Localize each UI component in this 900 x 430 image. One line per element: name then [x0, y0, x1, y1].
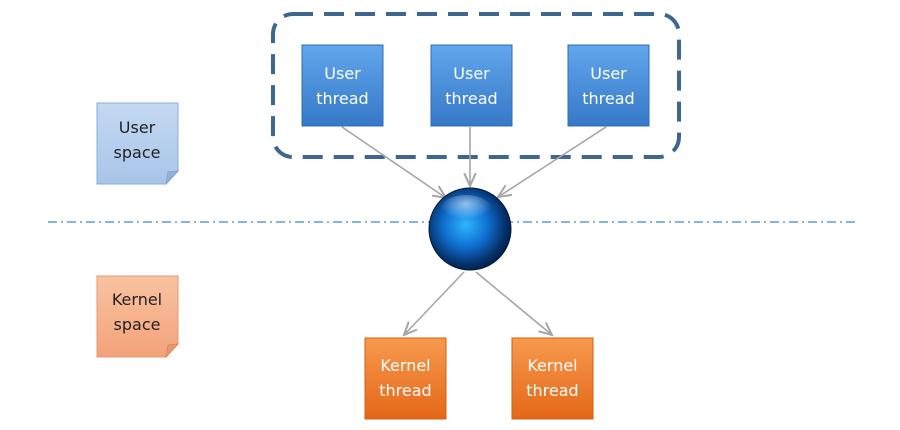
user-space-label-line-2: space: [114, 143, 161, 162]
scheduler-sphere: [428, 187, 512, 271]
kernel-space-note: Kernel space: [96, 275, 180, 359]
kernel-space-label-line-2: space: [114, 315, 161, 334]
user-thread-1: User thread: [301, 44, 384, 127]
kernel-thread-2: Kernel thread: [511, 337, 594, 420]
user-thread-2: User thread: [430, 44, 513, 127]
user-thread-2-label-line-2: thread: [445, 89, 497, 108]
kernel-space-label-line-1: Kernel: [112, 290, 162, 309]
user-thread-group: [271, 12, 681, 159]
user-thread-1-label-line-1: User: [324, 64, 361, 83]
user-space-note: User space: [96, 102, 180, 186]
user-space-label-line-1: User: [119, 118, 156, 137]
arrow-scheduler-to-kernel-1: [404, 271, 465, 335]
kernel-thread-1: Kernel thread: [364, 337, 447, 420]
arrow-scheduler-to-kernel-2: [475, 271, 552, 335]
kernel-thread-1-label-line-2: thread: [379, 381, 431, 400]
user-thread-1-label-line-2: thread: [316, 89, 368, 108]
arrow-user-3-to-scheduler: [498, 126, 607, 197]
user-thread-2-label-line-1: User: [453, 64, 490, 83]
user-thread-3-label-line-1: User: [590, 64, 627, 83]
kernel-thread-1-label-line-1: Kernel: [380, 356, 430, 375]
kernel-thread-2-label-line-2: thread: [526, 381, 578, 400]
kernel-thread-2-label-line-1: Kernel: [527, 356, 577, 375]
user-thread-3-label-line-2: thread: [582, 89, 634, 108]
arrow-user-1-to-scheduler: [341, 126, 446, 198]
user-thread-3: User thread: [567, 44, 650, 127]
